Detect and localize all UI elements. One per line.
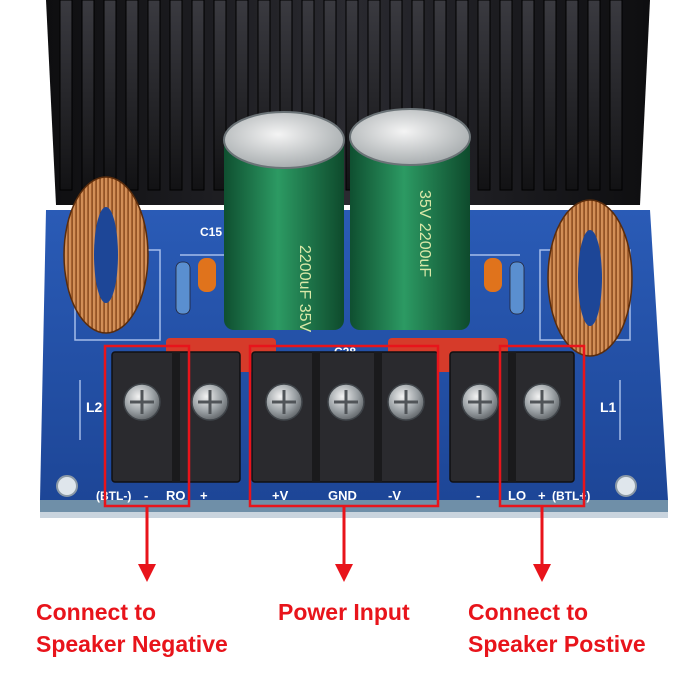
- svg-text:2200uF 35V: 2200uF 35V: [296, 245, 313, 333]
- label-minus-v: -V: [388, 488, 401, 503]
- label-gnd: GND: [328, 488, 357, 503]
- terminal-labels: (BTL-) - RO + +V GND -V - LO + (BTL+): [96, 488, 590, 503]
- label-lo: LO: [508, 488, 526, 503]
- screw-slots: [130, 390, 554, 414]
- callout-speaker-negative-line1: Connect to: [36, 599, 157, 625]
- arrow-head-power-input: [335, 564, 353, 582]
- mounting-hole-right: [615, 475, 637, 497]
- callout-speaker-positive-line1: Connect to: [468, 599, 589, 625]
- right-inductor-coil: [547, 199, 633, 357]
- label-minus-lo: -: [476, 488, 480, 503]
- arrow-head-speaker-positive: [533, 564, 551, 582]
- svg-text:35V 2200uF: 35V 2200uF: [416, 190, 433, 277]
- callout-arrows: [138, 506, 551, 582]
- silk-l1: L1: [600, 399, 617, 415]
- right-capacitor: 35V 2200uF: [349, 108, 471, 330]
- silk-c15: C15: [200, 225, 222, 239]
- callout-speaker-negative: Connect to Speaker Negative: [36, 596, 228, 660]
- arrow-head-speaker-negative: [138, 564, 156, 582]
- callout-power-input-label: Power Input: [278, 599, 410, 625]
- small-components: [175, 258, 525, 315]
- label-plus-lo: +: [538, 488, 546, 503]
- left-capacitor: 2200uF 35V: [223, 111, 345, 333]
- label-minus-ro: -: [144, 488, 148, 503]
- pcb-bottom-edge: [40, 512, 668, 518]
- terminal-dividers: [172, 352, 516, 482]
- callout-speaker-negative-line2: Speaker Negative: [36, 631, 228, 657]
- label-btl-minus: (BTL-): [96, 489, 131, 503]
- label-btl-plus: (BTL+): [552, 489, 590, 503]
- mounting-hole-left: [56, 475, 78, 497]
- callout-power-input: Power Input: [278, 596, 410, 628]
- silk-l2: L2: [86, 399, 103, 415]
- label-plus-ro: +: [200, 488, 208, 503]
- heatsink: [46, 0, 650, 205]
- callout-speaker-positive-line2: Speaker Postive: [468, 631, 646, 657]
- label-plus-v: +V: [272, 488, 289, 503]
- left-inductor-coil: [63, 176, 149, 334]
- label-ro: RO: [166, 488, 186, 503]
- callout-speaker-positive: Connect to Speaker Postive: [468, 596, 646, 660]
